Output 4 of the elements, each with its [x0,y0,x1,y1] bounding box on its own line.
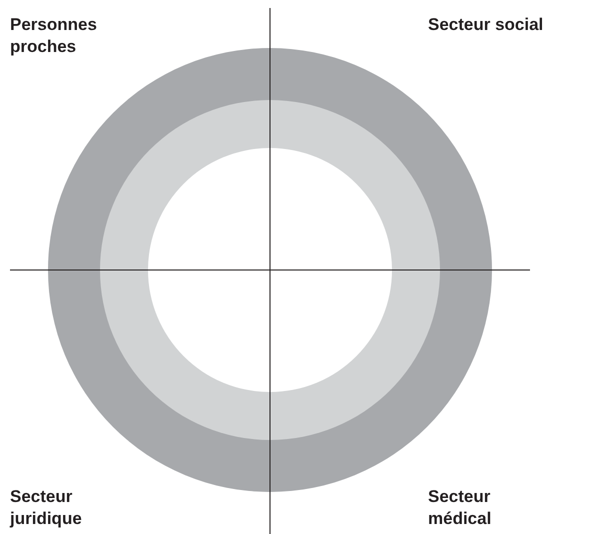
quadrant-label: Secteur médical [428,486,492,530]
quadrant-label: Secteur social [428,14,544,36]
quadrant-label: Secteur juridique [10,486,83,530]
quadrant-label: Personnes proches [10,14,98,58]
